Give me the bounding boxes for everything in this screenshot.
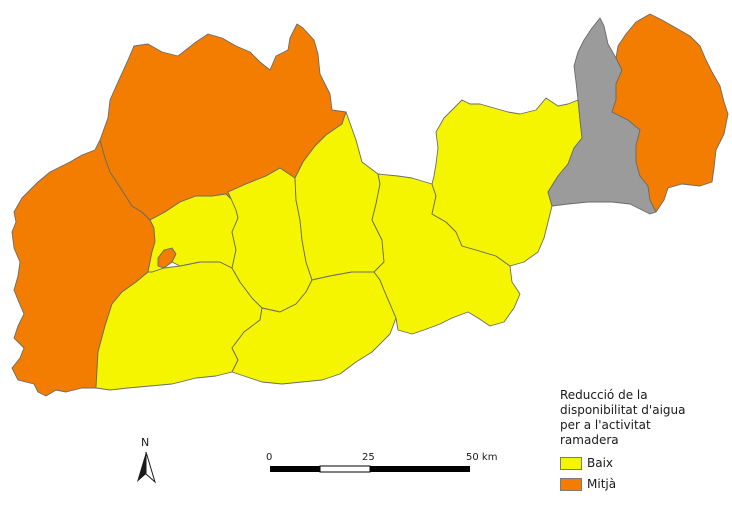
north-label: N — [141, 436, 149, 449]
legend-swatch-low — [560, 456, 582, 470]
legend-item-mid: Mitjà — [560, 475, 728, 493]
map-regions — [11, 13, 729, 397]
legend-label-low: Baix — [587, 455, 614, 470]
north-arrow-icon — [137, 452, 146, 482]
scale-bar: 0 25 50 km — [266, 452, 497, 473]
scale-label-0: 0 — [266, 452, 272, 463]
north-arrow: N — [137, 436, 156, 484]
legend-title-line: ramadera — [560, 433, 619, 447]
legend: Reducció de la disponibilitat d'aigua pe… — [560, 388, 728, 496]
region-west-central — [147, 193, 239, 273]
legend-title-line: Reducció de la — [560, 388, 648, 402]
scale-bar-segment-1 — [270, 466, 320, 472]
legend-label-mid: Mitjà — [587, 476, 617, 491]
north-arrow-icon-right — [145, 451, 156, 484]
legend-title-line: per a l'activitat — [560, 418, 651, 432]
region-east — [611, 13, 729, 213]
legend-item-low: Baix — [560, 454, 728, 472]
scale-bar-segment-2 — [319, 465, 371, 473]
scale-bar-segment-3 — [370, 466, 470, 472]
legend-swatch-mid — [560, 477, 582, 491]
scale-label-25: 25 — [362, 452, 375, 463]
legend-title-line: disponibilitat d'aigua — [560, 403, 686, 417]
legend-title: Reducció de la disponibilitat d'aigua pe… — [560, 388, 728, 448]
scale-label-50: 50 km — [466, 452, 497, 463]
